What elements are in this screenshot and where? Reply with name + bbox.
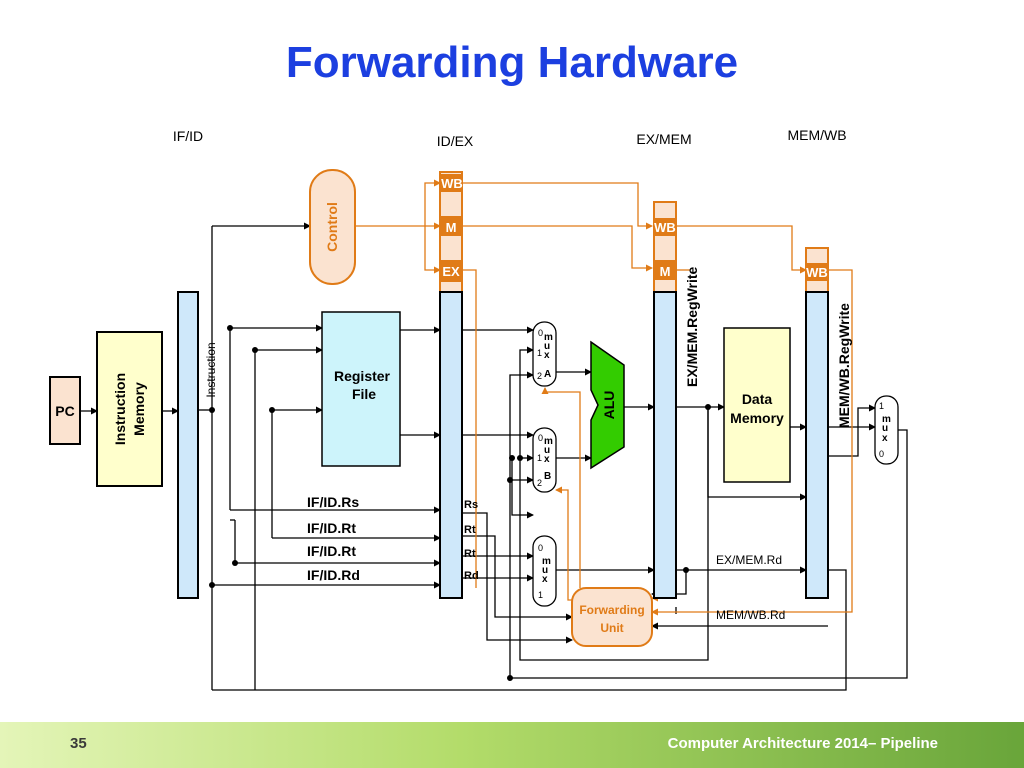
svg-text:1: 1 [537,453,542,463]
svg-text:Register: Register [334,368,391,384]
mux-writeback: 1 m u x 0 [874,395,899,465]
svg-text:0: 0 [538,328,543,338]
mux-b: 0 m u 1 x B 2 [532,427,557,493]
exmem-m-label: M [660,264,671,279]
svg-text:Memory: Memory [730,410,784,426]
svg-text:Unit: Unit [600,621,623,635]
svg-text:Memory: Memory [131,382,147,436]
idex-ex-field [440,260,462,282]
svg-text:B: B [544,471,551,482]
svg-text:0: 0 [538,543,543,553]
mux-a: 0 m u 1 x A 2 [532,321,557,387]
svg-text:0: 0 [879,449,884,459]
svg-text:Instruction: Instruction [112,373,128,445]
exmem-rd-label: EX/MEM.Rd [716,553,782,567]
idex-m-label: M [446,220,457,235]
svg-text:x: x [542,574,548,585]
pipeline-register-ifid: IF/ID [173,128,203,599]
svg-text:1: 1 [537,348,542,358]
memwb-wb-field [806,263,828,281]
svg-text:x: x [544,350,550,361]
svg-text:u: u [544,445,550,456]
junction-dots [209,325,711,681]
svg-text:Control: Control [324,202,340,252]
rt-label-1: Rt [464,524,476,536]
svg-text:1: 1 [879,401,884,411]
svg-text:m: m [542,556,551,567]
forwarding-unit: Forwarding Unit [571,587,653,647]
svg-text:2: 2 [537,371,542,381]
memwb-rd-label: MEM/WB.Rd [716,608,785,622]
pc-block: PC [49,376,81,445]
rs-label: Rs [464,499,478,511]
pipeline-register-memwb: MEM/WB WB [787,127,847,599]
svg-text:0: 0 [538,433,543,443]
page-number: 35 [70,735,87,752]
idex-wb-label: WB [441,176,463,191]
svg-text:u: u [542,565,548,576]
svg-text:1: 1 [538,590,543,600]
label-idex: ID/EX [437,133,474,149]
exmem-wb-label: WB [654,220,676,235]
alu: ALU [590,340,625,470]
svg-text:m: m [882,414,891,425]
memwb-wb-label: WB [806,265,828,280]
idex-m-field [440,216,462,236]
rd-label: Rd [464,570,479,582]
ifid-rt-label-1: IF/ID.Rt [307,520,356,536]
svg-text:PC: PC [55,403,74,419]
svg-text:m: m [544,332,553,343]
label-memwb: MEM/WB [787,127,846,143]
svg-text:Forwarding: Forwarding [579,603,644,617]
register-file: Register File [321,311,401,467]
exmem-m-field [654,260,676,280]
footer-caption: Computer Architecture 2014– Pipeline [667,735,938,752]
mux-destination: 0 m u x 1 [532,535,557,607]
idex-ex-label: EX [442,264,460,279]
svg-text:ALU: ALU [601,391,617,420]
svg-text:File: File [352,386,376,402]
data-memory: Data Memory [723,327,791,483]
svg-text:u: u [544,341,550,352]
svg-text:Data: Data [742,391,773,407]
instruction-bus-label: Instruction [204,342,218,397]
svg-text:u: u [882,423,888,434]
ifid-rs-label: IF/ID.Rs [307,494,359,510]
forwarding-hardware-diagram: IF/ID ID/EX WB M EX EX/MEM WB M MEM/WB W… [49,127,908,691]
idex-wb-field [440,174,462,192]
signal-labels: IF/ID.Rs IF/ID.Rt IF/ID.Rt IF/ID.Rd Rs R… [307,266,852,622]
pipeline-register-exmem: EX/MEM WB M [636,131,692,599]
ifid-rd-label: IF/ID.Rd [307,567,360,583]
svg-text:2: 2 [537,478,542,488]
pipeline-register-idex: ID/EX WB M EX [437,133,474,599]
instruction-memory-block: Instruction Memory [96,331,163,487]
svg-text:x: x [882,433,888,444]
exmem-wb-field [654,218,676,236]
exmem-regwrite-label: EX/MEM.RegWrite [684,266,700,387]
slide-footer: 35 Computer Architecture 2014– Pipeline [0,722,1024,768]
rt-label-2: Rt [464,548,476,560]
svg-text:m: m [544,436,553,447]
control-unit: Control [309,169,356,285]
label-exmem: EX/MEM [636,131,691,147]
slide-title: Forwarding Hardware [285,38,739,87]
svg-text:x: x [544,454,550,465]
ifid-rt-label-2: IF/ID.Rt [307,543,356,559]
svg-text:A: A [544,369,551,380]
label-ifid: IF/ID [173,128,203,144]
memwb-regwrite-label: MEM/WB.RegWrite [836,303,852,428]
